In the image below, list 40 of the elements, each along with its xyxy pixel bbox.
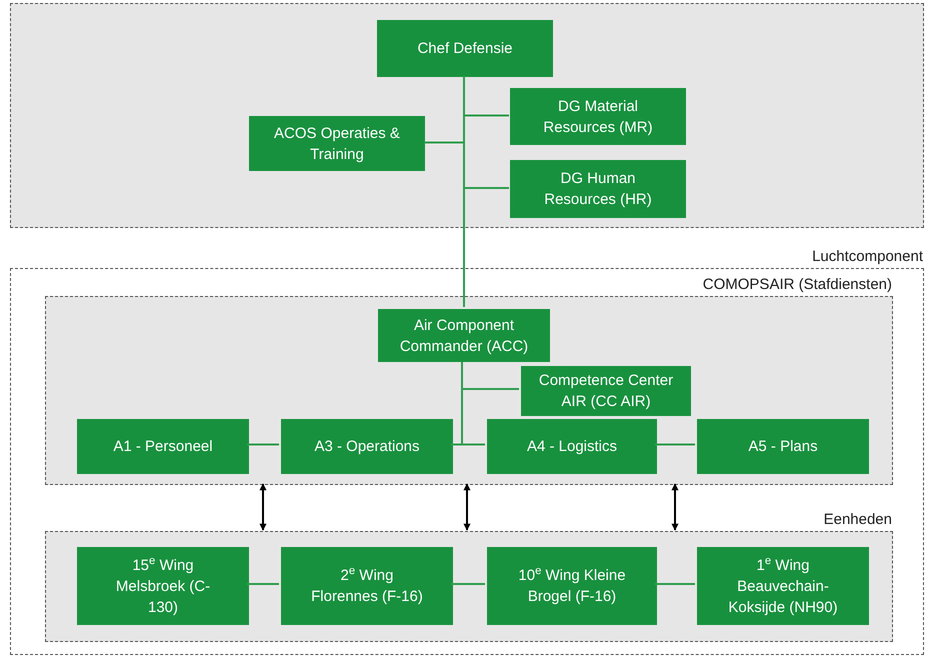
org-box	[77, 547, 249, 625]
connector-line	[451, 583, 485, 585]
org-box	[377, 20, 553, 77]
box-label: A3 - Operations	[314, 437, 420, 457]
box-label: 1$^{e}$ Wing Beauvechain-Koksijde (NH90)	[727, 554, 839, 618]
box-label: ACOS Operaties & Training	[273, 124, 401, 164]
org-box	[521, 366, 691, 416]
double-arrow	[464, 483, 470, 531]
org-box	[697, 419, 869, 474]
org-box	[378, 309, 550, 362]
box-label: A5 - Plans	[748, 437, 818, 457]
org-box	[249, 116, 425, 171]
org-box	[281, 547, 453, 625]
box-label: 15$^{e}$ Wing Melsbroek (C-130)	[114, 554, 212, 618]
connector-line	[655, 583, 695, 585]
connector-line	[247, 583, 279, 585]
box-label: Chef Defensie	[417, 39, 513, 59]
section-heading: Luchtcomponent	[812, 246, 923, 266]
double-arrow	[260, 483, 266, 531]
org-box	[77, 419, 249, 474]
section-heading: COMOPSAIR (Stafdiensten)	[702, 274, 892, 294]
section-heading: Eenheden	[824, 510, 892, 530]
box-label: DG Human Resources (HR)	[543, 169, 653, 210]
org-box	[487, 547, 657, 625]
section-band	[10, 3, 924, 228]
org-box	[487, 419, 657, 474]
box-label: Competence Center AIR (CC AIR)	[538, 371, 674, 412]
org-box	[510, 88, 686, 145]
double-arrow	[672, 483, 678, 531]
org-box	[697, 547, 869, 625]
org-box	[510, 160, 686, 218]
box-label: A1 - Personeel	[113, 437, 213, 457]
box-label: A4 - Logistics	[526, 437, 618, 457]
box-label: Air Component Commander (ACC)	[398, 316, 530, 356]
box-label: DG Material Resources (MR)	[542, 96, 654, 138]
connector-line	[655, 444, 695, 446]
box-label: 2$^{e}$ Wing Florennes (F-16)	[310, 565, 424, 607]
box-label: 10$^{e}$ Wing Kleine Brogel (F-16)	[517, 565, 627, 607]
connector-line	[247, 444, 279, 446]
org-box	[281, 419, 453, 474]
